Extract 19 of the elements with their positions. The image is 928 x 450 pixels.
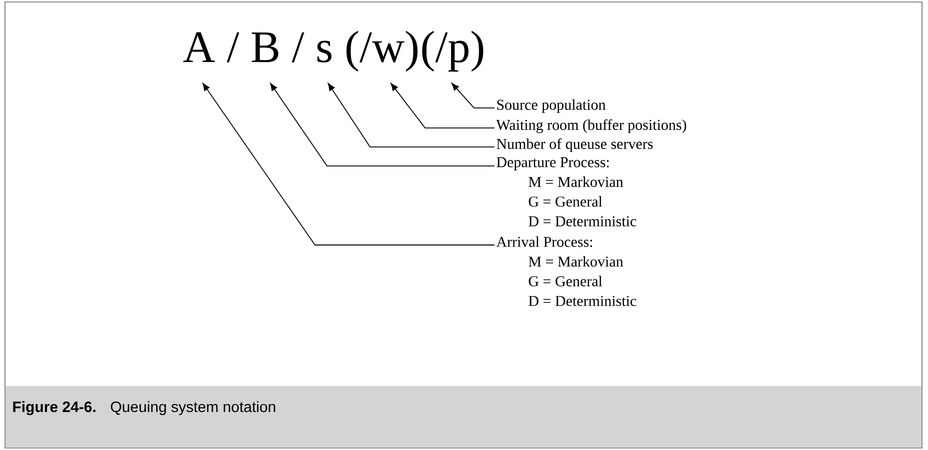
leader-arrow	[328, 83, 495, 148]
description-text: Source population	[497, 99, 606, 113]
description-text: Waiting room (buffer positions)	[496, 119, 686, 134]
notation-symbol: A	[183, 32, 215, 62]
notation-symbol: s	[317, 40, 332, 62]
notation-slash: /	[226, 32, 240, 62]
caption-text: Queuing system notation	[110, 401, 276, 416]
leader-arrow	[390, 82, 495, 128]
leader-arrow	[451, 82, 495, 108]
description-text: Arrival Process: M = Markovian G = General D = Deterministic	[496, 236, 636, 306]
notation-symbol: (/w)	[346, 30, 418, 72]
description-text: Number of queuse servers	[496, 138, 653, 152]
description-text: Departure Process: M = Markovian G = General D = Deterministic	[496, 157, 636, 226]
leader-arrow	[270, 83, 495, 166]
leader-arrow	[202, 83, 495, 246]
notation-symbol: (/p)	[422, 30, 484, 72]
notation-symbol: B	[252, 32, 278, 62]
figure-number: Figure 24-6.	[13, 401, 96, 416]
notation-slash: /	[292, 32, 304, 62]
